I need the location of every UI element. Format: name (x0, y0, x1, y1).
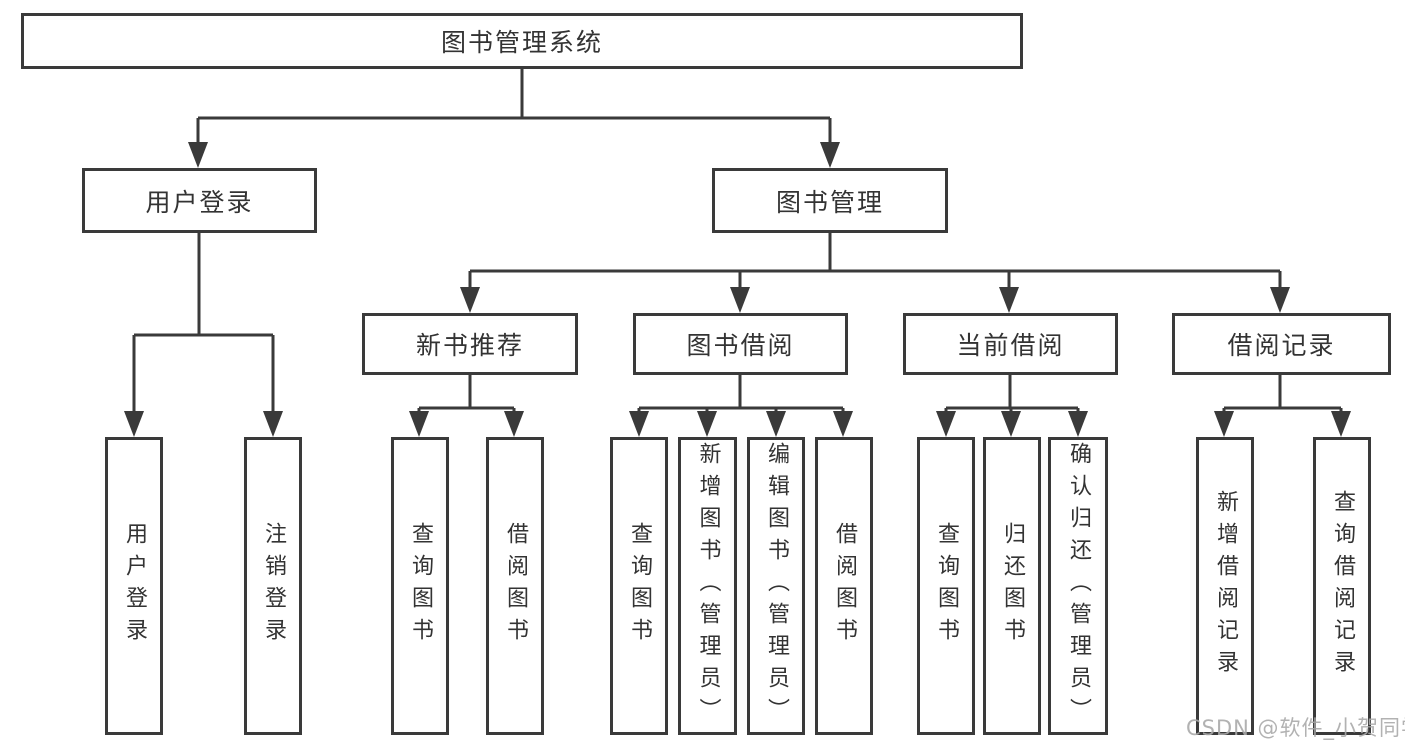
node-book-management: 图书管理 (712, 168, 948, 233)
node-new-book-recommend-label: 新书推荐 (415, 331, 524, 360)
leaf-edit-book-admin-label: 编辑图书（管理员） (764, 442, 789, 730)
leaf-query-books-borrow-label: 查询图书 (627, 522, 652, 650)
leaf-logout-label: 注销登录 (261, 522, 286, 650)
leaf-borrow-books-borrow: 借阅图书 (815, 437, 873, 735)
node-root: 图书管理系统 (21, 13, 1023, 69)
leaf-query-borrow-record-label: 查询借阅记录 (1330, 490, 1355, 682)
leaf-return-book-label: 归还图书 (1000, 522, 1025, 650)
leaf-add-book-admin-label: 新增图书（管理员） (695, 442, 721, 730)
leaf-user-login: 用户登录 (105, 437, 163, 735)
leaf-borrow-books-borrow-label: 借阅图书 (832, 522, 857, 650)
leaf-borrow-books-recommend: 借阅图书 (486, 437, 544, 735)
leaf-query-borrow-record: 查询借阅记录 (1313, 437, 1371, 735)
leaf-query-books-current: 查询图书 (917, 437, 975, 735)
node-user-login: 用户登录 (82, 168, 317, 233)
leaf-user-login-label: 用户登录 (122, 522, 147, 650)
leaf-query-books-current-label: 查询图书 (934, 522, 959, 650)
node-new-book-recommend: 新书推荐 (362, 313, 578, 375)
node-current-borrow: 当前借阅 (903, 313, 1118, 375)
node-borrow-records: 借阅记录 (1172, 313, 1391, 375)
leaf-edit-book-admin: 编辑图书（管理员） (747, 437, 805, 735)
leaf-borrow-books-recommend-label: 借阅图书 (503, 522, 528, 650)
leaf-confirm-return-admin: 确认归还（管理员） (1048, 437, 1108, 735)
leaf-logout: 注销登录 (244, 437, 302, 735)
leaf-add-book-admin: 新增图书（管理员） (678, 437, 737, 735)
node-user-login-label: 用户登录 (145, 187, 254, 217)
leaf-add-borrow-record-label: 新增借阅记录 (1213, 490, 1238, 682)
leaf-query-books-recommend-label: 查询图书 (408, 522, 433, 650)
leaf-query-books-recommend: 查询图书 (391, 437, 449, 735)
node-book-management-label: 图书管理 (775, 187, 884, 217)
leaf-query-books-borrow: 查询图书 (610, 437, 668, 735)
node-book-borrow-label: 图书借阅 (686, 331, 795, 360)
leaf-return-book: 归还图书 (983, 437, 1041, 735)
node-book-borrow: 图书借阅 (633, 313, 848, 375)
csdn-watermark: CSDN @软件_小贺同学 (1186, 716, 1405, 740)
node-current-borrow-label: 当前借阅 (956, 331, 1065, 360)
leaf-confirm-return-admin-label: 确认归还（管理员） (1066, 442, 1091, 730)
leaf-add-borrow-record: 新增借阅记录 (1196, 437, 1254, 735)
node-borrow-records-label: 借阅记录 (1227, 331, 1336, 360)
node-root-label: 图书管理系统 (440, 28, 603, 57)
